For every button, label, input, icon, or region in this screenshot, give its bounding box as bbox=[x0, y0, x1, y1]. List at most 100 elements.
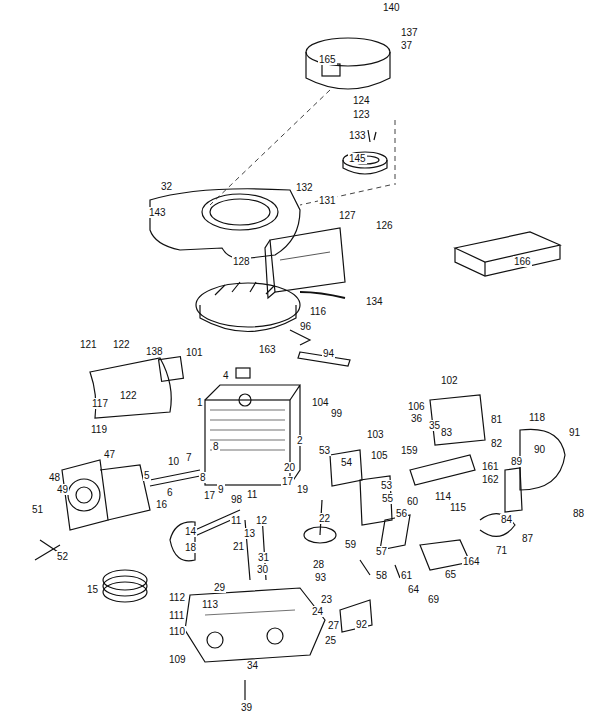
callout-number: 159 bbox=[400, 445, 419, 456]
callout-number: 16 bbox=[155, 499, 168, 510]
callout-number: 138 bbox=[145, 346, 164, 357]
callout-number: 8 bbox=[199, 472, 207, 483]
callout-number: 29 bbox=[213, 582, 226, 593]
callout-number: 59 bbox=[344, 539, 357, 550]
callout-number: 91 bbox=[568, 427, 581, 438]
callout-number: 54 bbox=[340, 457, 353, 468]
callout-number: 114 bbox=[434, 491, 452, 502]
callout-number: 23 bbox=[320, 594, 333, 605]
callout-number: 119 bbox=[90, 424, 108, 435]
callout-number: 90 bbox=[533, 444, 546, 455]
callout-number: 122 bbox=[112, 339, 131, 350]
callout-number: 22 bbox=[318, 513, 331, 524]
callout-number: 15 bbox=[86, 584, 99, 595]
callout-number: 39 bbox=[240, 702, 253, 713]
callout-number: 143 bbox=[148, 207, 167, 218]
callout-number: 32 bbox=[160, 181, 173, 192]
callout-number: 88 bbox=[572, 508, 585, 519]
callout-number: 126 bbox=[375, 220, 394, 231]
callout-number: 51 bbox=[31, 504, 44, 515]
callout-number: 83 bbox=[440, 427, 453, 438]
callout-number: 21 bbox=[232, 541, 245, 552]
callout-number: 31 bbox=[257, 552, 270, 563]
callout-number: 111 bbox=[168, 610, 185, 621]
callout-number: 106 bbox=[407, 401, 426, 412]
callout-number: 134 bbox=[365, 296, 384, 307]
callout-number: 99 bbox=[330, 408, 343, 419]
callout-number: 27 bbox=[327, 620, 340, 631]
callout-number: 8 bbox=[212, 441, 220, 452]
callout-number: 94 bbox=[322, 348, 335, 359]
callout-number: 2 bbox=[296, 435, 304, 446]
callout-number: 11 bbox=[246, 489, 258, 500]
callout-number: 64 bbox=[407, 584, 420, 595]
callout-number: 20 bbox=[283, 462, 296, 473]
callout-number: 133 bbox=[348, 130, 367, 141]
callout-number: 37 bbox=[400, 40, 413, 51]
callout-number: 25 bbox=[324, 635, 337, 646]
callout-number: 115 bbox=[449, 502, 467, 513]
callout-number: 60 bbox=[406, 496, 419, 507]
callout-number: 89 bbox=[510, 456, 523, 467]
callout-number: 61 bbox=[400, 570, 413, 581]
callout-number: 18 bbox=[184, 542, 197, 553]
callout-number: 109 bbox=[168, 654, 187, 665]
callout-number: 82 bbox=[490, 438, 503, 449]
callout-number: 13 bbox=[243, 528, 256, 539]
callout-number: 48 bbox=[48, 472, 61, 483]
callout-number: 14 bbox=[184, 526, 197, 537]
callout-number: 55 bbox=[381, 493, 394, 504]
callout-number: 10 bbox=[167, 456, 180, 467]
callout-number: 28 bbox=[312, 559, 325, 570]
callout-number: 71 bbox=[495, 545, 508, 556]
callout-number: 4 bbox=[222, 370, 230, 381]
callout-number: 117 bbox=[91, 398, 109, 409]
callout-number: 84 bbox=[500, 514, 513, 525]
callout-number: 96 bbox=[299, 321, 312, 332]
callout-number: 87 bbox=[521, 533, 534, 544]
callout-number: 52 bbox=[56, 551, 69, 562]
callout-number: 19 bbox=[296, 484, 309, 495]
callout-number: 104 bbox=[311, 397, 330, 408]
callout-number: 1 bbox=[196, 397, 204, 408]
callout-number: 132 bbox=[295, 182, 314, 193]
callout-number: 58 bbox=[375, 570, 388, 581]
callout-number: 81 bbox=[490, 414, 503, 425]
callout-number: 53 bbox=[380, 480, 393, 491]
callout-number: 11 bbox=[230, 515, 242, 526]
callout-number: 34 bbox=[246, 660, 259, 671]
callout-number: 164 bbox=[462, 556, 481, 567]
callout-number: 137 bbox=[400, 27, 419, 38]
callout-number: 101 bbox=[185, 347, 204, 358]
callout-number: 30 bbox=[256, 564, 269, 575]
callout-number: 6 bbox=[166, 487, 174, 498]
callout-number: 113 bbox=[201, 599, 219, 610]
callout-number: 9 bbox=[217, 484, 225, 495]
callout-number: 127 bbox=[338, 210, 357, 221]
callout-number: 121 bbox=[79, 339, 98, 350]
callout-number: 24 bbox=[311, 606, 324, 617]
callout-number: 5 bbox=[143, 470, 151, 481]
callout-number: 69 bbox=[427, 594, 440, 605]
callout-number: 123 bbox=[352, 109, 371, 120]
callout-number: 124 bbox=[352, 95, 371, 106]
callout-number: 102 bbox=[440, 375, 459, 386]
callout-number: 93 bbox=[314, 572, 327, 583]
callout-number: 17 bbox=[203, 490, 216, 501]
callout-number: 17 bbox=[281, 476, 294, 487]
callout-number: 53 bbox=[318, 445, 331, 456]
callout-number: 112 bbox=[168, 592, 186, 603]
callout-number: 118 bbox=[528, 412, 546, 423]
callout-number: 36 bbox=[410, 413, 423, 424]
callout-number: 145 bbox=[348, 153, 367, 164]
callout-number: 57 bbox=[375, 546, 388, 557]
callout-number: 49 bbox=[56, 484, 69, 495]
callout-number: 161 bbox=[481, 461, 500, 472]
callout-number: 7 bbox=[185, 452, 193, 463]
callout-number: 98 bbox=[230, 494, 243, 505]
callout-number: 103 bbox=[366, 429, 385, 440]
callout-number: 165 bbox=[318, 54, 337, 65]
callout-number: 131 bbox=[318, 195, 337, 206]
callout-number: 65 bbox=[444, 569, 457, 580]
